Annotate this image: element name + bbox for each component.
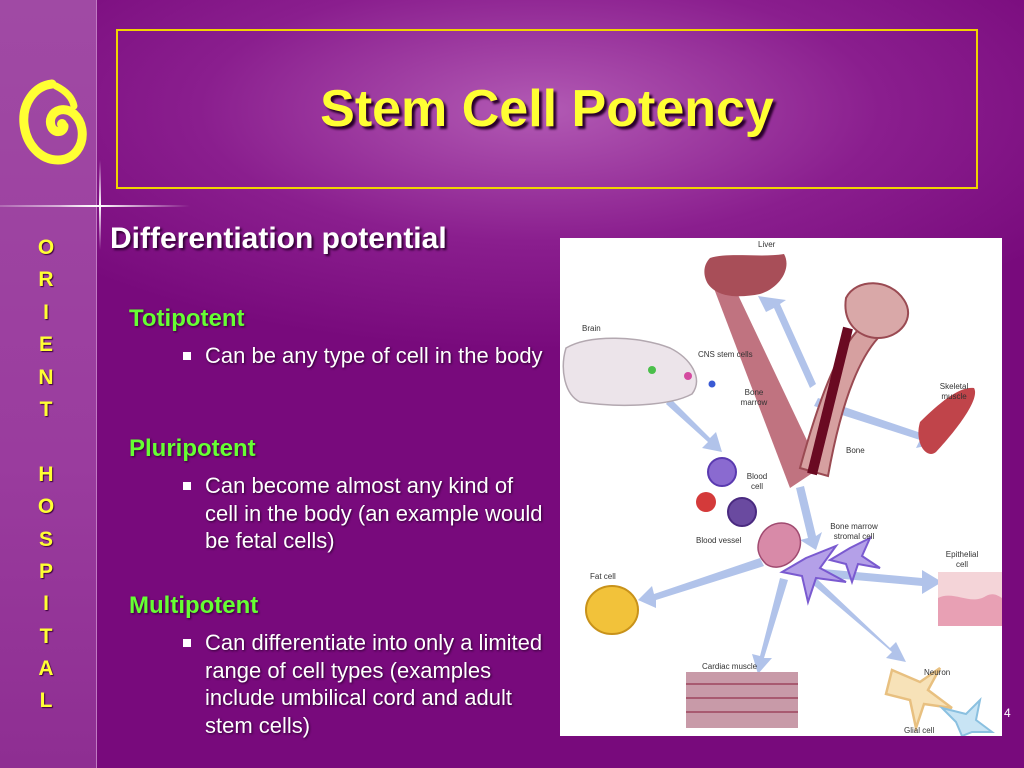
label-stromal-cell: Bone marrow stromal cell bbox=[830, 522, 878, 541]
bullet-text: Can be any type of cell in the body bbox=[205, 343, 543, 368]
sidebar: O R I E N T H O S P I T A L bbox=[0, 0, 97, 768]
sidebar-letter: T bbox=[39, 397, 53, 421]
label-brain: Brain bbox=[582, 324, 601, 333]
cns-stem-cell-pink bbox=[684, 372, 692, 380]
bullet-text: Can differentiate into only a limited ra… bbox=[205, 630, 543, 738]
level-pluripotent: Pluripotent bbox=[129, 435, 256, 462]
orient-hospital-logo-icon bbox=[19, 79, 87, 165]
section-heading: Differentiation potential bbox=[110, 222, 447, 255]
sidebar-letter: O bbox=[37, 495, 55, 519]
bone-marrow-channel bbox=[807, 326, 853, 476]
label-liver: Liver bbox=[758, 240, 776, 249]
fat-cell-shape bbox=[585, 585, 639, 635]
sidebar-letter: I bbox=[43, 300, 49, 324]
sidebar-letter: I bbox=[43, 592, 49, 616]
label-bone: Bone bbox=[846, 446, 865, 455]
epithelial-layer bbox=[938, 594, 1002, 626]
bullet-square-icon bbox=[183, 482, 191, 490]
page-number: 4 bbox=[1004, 706, 1011, 720]
blood-cell-red bbox=[696, 492, 716, 512]
sidebar-letter: S bbox=[38, 527, 53, 551]
label-blood-cell: Blood cell bbox=[746, 472, 768, 491]
arrow-to-skeletal bbox=[814, 398, 944, 448]
neuron-cells bbox=[884, 666, 953, 733]
label-blood-vessel: Blood vessel bbox=[696, 536, 742, 545]
bullet-pluripotent: Can become almost any kind of cell in th… bbox=[183, 472, 543, 555]
cardiac-stripes bbox=[686, 683, 798, 713]
bullet-text: Can become almost any kind of cell in th… bbox=[205, 473, 543, 553]
brain-shape bbox=[562, 337, 698, 407]
arrow-to-cardiac bbox=[752, 578, 788, 674]
skeletal-muscle-shape bbox=[918, 387, 976, 454]
cns-stem-cell-green bbox=[648, 366, 656, 374]
sidebar-letter: O bbox=[37, 236, 55, 259]
label-fat-cell: Fat cell bbox=[590, 572, 616, 581]
cardiac-muscle-shape bbox=[686, 672, 798, 728]
label-bone-marrow: Bone marrow bbox=[740, 388, 768, 407]
sparkle-horizontal bbox=[60, 205, 190, 207]
slide-title: Stem Cell Potency bbox=[320, 80, 774, 138]
arrow-to-bone-marrow bbox=[796, 486, 822, 550]
stem-cell-diagram: Liver Brain CNS stem cells Bone marrow S… bbox=[560, 238, 1002, 736]
sidebar-divider bbox=[0, 205, 96, 207]
arrow-from-brain bbox=[666, 398, 722, 452]
sidebar-letter: E bbox=[38, 333, 53, 357]
sidebar-letter: R bbox=[38, 268, 54, 292]
level-totipotent: Totipotent bbox=[129, 305, 245, 332]
arrow-to-neuron bbox=[810, 578, 906, 662]
sidebar-letter: T bbox=[39, 624, 53, 648]
sidebar-letter: A bbox=[38, 657, 54, 681]
sparkle-vertical bbox=[99, 160, 101, 250]
liver-shape bbox=[704, 254, 787, 297]
blood-cell-white bbox=[707, 457, 737, 487]
bullet-multipotent: Can differentiate into only a limited ra… bbox=[183, 629, 543, 739]
bullet-square-icon bbox=[183, 352, 191, 360]
bullet-totipotent: Can be any type of cell in the body bbox=[183, 342, 543, 370]
stromal-cells bbox=[779, 535, 881, 606]
arrow-to-fat bbox=[638, 558, 764, 608]
label-skeletal-muscle: Skeletal muscle bbox=[939, 382, 969, 401]
bullet-square-icon bbox=[183, 639, 191, 647]
blood-vessel-shape bbox=[757, 522, 802, 568]
label-cns: CNS stem cells bbox=[698, 350, 753, 359]
label-epithelial-cell: Epithelial cell bbox=[945, 550, 979, 569]
label-neuron: Neuron bbox=[924, 668, 951, 677]
arrow-to-liver bbox=[758, 296, 816, 388]
level-multipotent: Multipotent bbox=[129, 592, 259, 619]
blood-cell-purple bbox=[727, 497, 757, 527]
label-cardiac-muscle: Cardiac muscle bbox=[702, 662, 758, 671]
label-glial-cell: Glial cell bbox=[904, 726, 935, 735]
sidebar-letter: H bbox=[38, 462, 54, 486]
cns-stem-cell-blue bbox=[708, 380, 716, 388]
sidebar-letter: L bbox=[39, 689, 53, 713]
hospital-name-vertical: O R I E N T H O S P I T A L bbox=[26, 232, 66, 718]
bone-head bbox=[844, 282, 910, 340]
sidebar-letter: P bbox=[38, 559, 53, 583]
title-box: Stem Cell Potency bbox=[116, 29, 978, 189]
diagram-illustration bbox=[562, 254, 1002, 736]
arrow-to-epithelial bbox=[810, 568, 942, 594]
glial-cells bbox=[938, 696, 995, 736]
bone-shape bbox=[710, 278, 820, 488]
sidebar-letter: N bbox=[38, 365, 54, 389]
differentiation-arrows bbox=[638, 296, 944, 674]
